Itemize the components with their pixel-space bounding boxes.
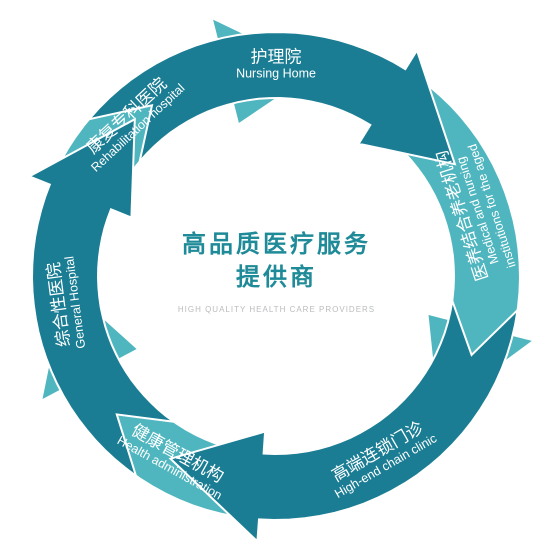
label-cn-nursing-home: 护理院 [251,48,302,68]
arrow-segment-high-end-clinic [168,296,520,544]
center-title-line2: 提供商 [236,263,317,291]
arrow-segment-nursing-home [86,31,457,166]
arrow-segment-general-hospital [27,117,178,479]
label-en-nursing-home: Nursing Home [236,67,316,81]
center-title-line1: 高品质医疗服务 [182,230,371,258]
center-subtitle: HIGH QUALITY HEALTH CARE PROVIDERS [177,305,376,314]
